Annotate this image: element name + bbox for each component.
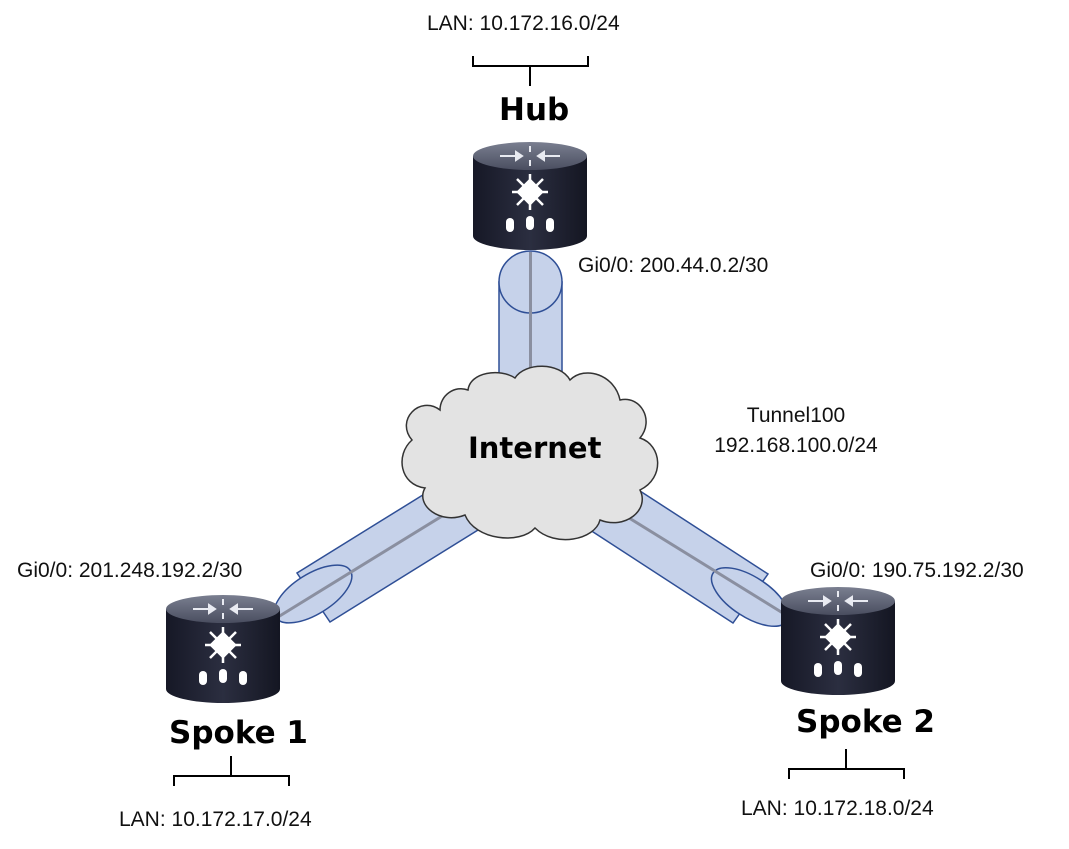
spoke1-name: Spoke 1 [169,715,308,751]
spoke2-interface-label: Gi0/0: 190.75.192.2/30 [810,559,1024,582]
hub-interface-label: Gi0/0: 200.44.0.2/30 [578,254,769,277]
spoke2-router-icon [779,585,897,697]
spoke1-router-icon [164,593,282,705]
tunnel-subnet: 192.168.100.0/24 [714,434,878,457]
spoke2-lan-bracket-icon [788,749,905,779]
spoke2-name: Spoke 2 [796,704,935,740]
hub-name: Hub [499,92,570,128]
internet-label: Internet [468,431,602,465]
hub-lan-label: LAN: 10.172.16.0/24 [427,12,620,35]
tunnel-name: Tunnel100 [746,404,846,427]
hub-router-icon [471,140,589,252]
internet-cloud-icon [401,365,659,541]
hub-lan-bracket-icon [472,56,589,86]
spoke1-lan-label: LAN: 10.172.17.0/24 [119,808,312,831]
spoke2-lan-label: LAN: 10.172.18.0/24 [741,797,934,820]
spoke1-interface-label: Gi0/0: 201.248.192.2/30 [17,559,243,582]
spoke1-lan-bracket-icon [173,756,290,786]
